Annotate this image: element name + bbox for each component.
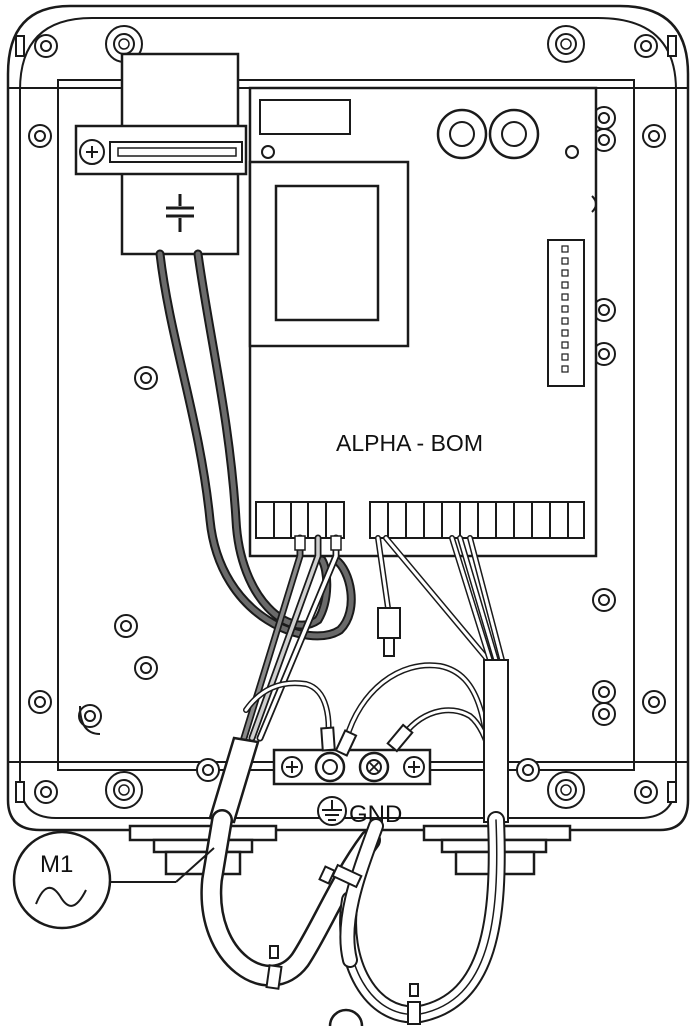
- motor-wires: [240, 534, 342, 743]
- side-mounting-holes: [28, 106, 666, 782]
- bottom-edge-fitting: [328, 1008, 364, 1026]
- motor-symbol: M1: [12, 830, 215, 930]
- left-cable-sheath: [208, 736, 260, 824]
- capacitor-wires: [155, 249, 356, 641]
- right-cable: [483, 659, 509, 823]
- motor-label: M1: [40, 851, 73, 878]
- external-cables: [200, 809, 506, 1024]
- pcb-board: [248, 86, 598, 558]
- ground-symbol-icon: [317, 796, 347, 826]
- sine-wave-icon: [35, 886, 87, 907]
- cable-ties: [265, 863, 421, 1025]
- capacitor-module: [74, 52, 248, 256]
- ground-terminal: [272, 723, 432, 786]
- control-wires: [343, 535, 505, 823]
- ground-label-group: GND: [317, 796, 402, 828]
- capacitor-symbol-icon: [166, 194, 194, 232]
- board-label: ALPHA - BOM: [336, 430, 483, 456]
